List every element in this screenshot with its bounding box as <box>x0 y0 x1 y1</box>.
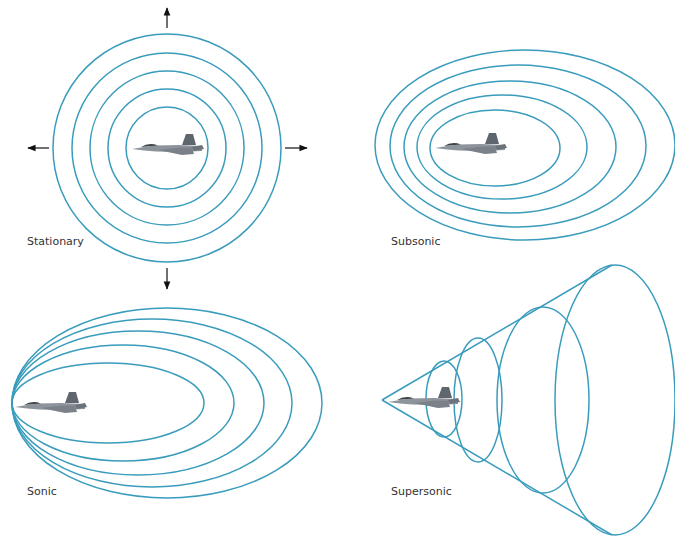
panel-label: Stationary <box>27 235 84 248</box>
panel-label: Sonic <box>27 485 57 498</box>
panel-label: Supersonic <box>391 485 452 498</box>
panel-label: Subsonic <box>391 235 440 248</box>
